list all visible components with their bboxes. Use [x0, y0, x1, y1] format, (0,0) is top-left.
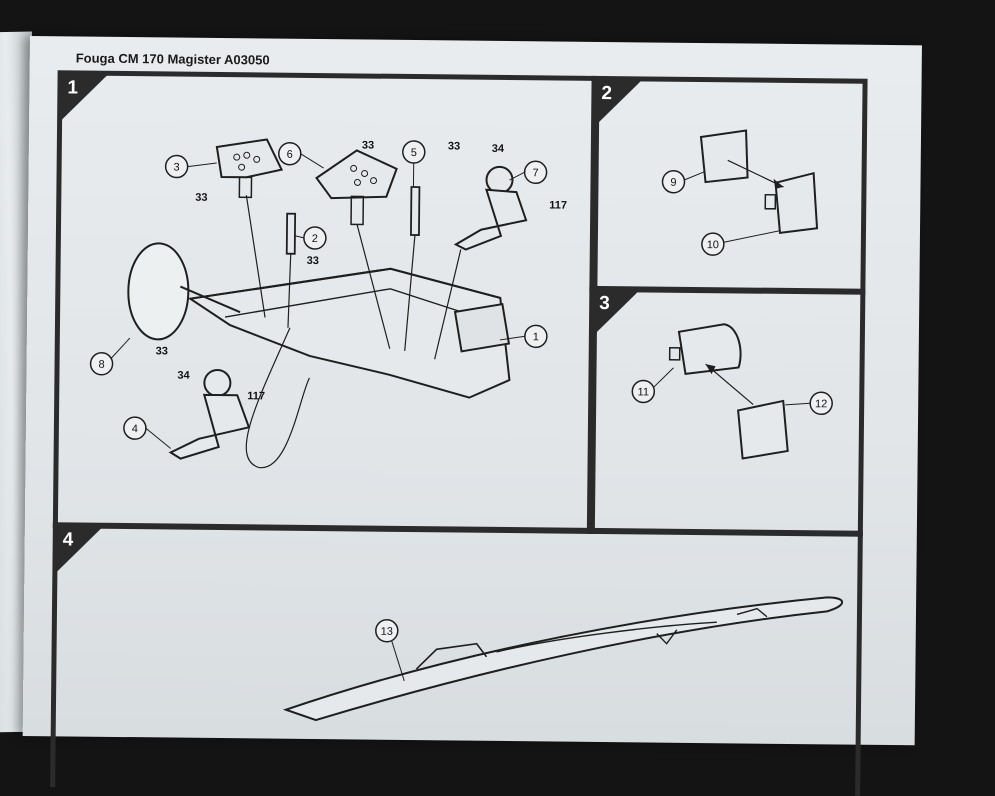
- callout-5: 5: [403, 141, 425, 163]
- pilot-4-part: [204, 370, 230, 396]
- callout-13: 13: [376, 620, 398, 642]
- callout-9: 9: [662, 171, 684, 193]
- label-33-a: 33: [195, 192, 207, 204]
- control-stick-2-part: [287, 214, 295, 254]
- svg-text:10: 10: [707, 239, 719, 251]
- canopy-frame-part: [128, 243, 189, 340]
- svg-text:12: 12: [815, 398, 827, 410]
- svg-text:13: 13: [381, 626, 393, 638]
- svg-text:5: 5: [411, 147, 417, 159]
- svg-text:2: 2: [312, 233, 318, 245]
- label-117-b: 117: [247, 390, 265, 402]
- callout-2: 2: [304, 227, 326, 249]
- callout-3: 3: [166, 155, 188, 177]
- instrument-panel-3-part: [217, 139, 282, 178]
- step-4-drawing: 13: [56, 527, 858, 735]
- callout-7: 7: [524, 161, 546, 183]
- label-33-b: 33: [362, 139, 374, 151]
- callout-12: 12: [810, 392, 832, 414]
- svg-text:6: 6: [287, 149, 293, 161]
- instruction-sheet: Fouga CM 170 Magister A03050 1: [23, 36, 922, 745]
- callout-4: 4: [124, 417, 146, 439]
- label-117-a: 117: [549, 199, 567, 211]
- document-title: Fouga CM 170 Magister A03050: [76, 50, 270, 67]
- label-34-b: 34: [177, 370, 190, 382]
- label-33-c: 33: [448, 140, 460, 152]
- svg-text:1: 1: [533, 331, 539, 343]
- step-2-drawing: 9 10: [594, 81, 862, 290]
- part-12: [738, 400, 789, 459]
- svg-text:11: 11: [638, 386, 650, 398]
- step-1-panel: 1: [53, 70, 600, 534]
- callout-8: 8: [90, 353, 112, 375]
- callout-10: 10: [702, 233, 724, 255]
- step-3-panel: 3 11 12: [587, 286, 866, 537]
- svg-text:9: 9: [670, 177, 676, 189]
- callout-11: 11: [632, 380, 654, 402]
- control-stick-5-part: [411, 187, 420, 235]
- svg-text:4: 4: [132, 423, 138, 435]
- instrument-panel-6-part: [316, 150, 396, 199]
- step-4-panel: 4 13: [50, 522, 863, 795]
- callout-6: 6: [279, 143, 301, 165]
- label-33-d: 33: [307, 255, 319, 267]
- part-10: [775, 173, 818, 233]
- svg-text:8: 8: [98, 359, 104, 371]
- callout-1: 1: [525, 325, 547, 347]
- part-9: [701, 130, 749, 182]
- fuselage-part-13: [286, 592, 842, 726]
- label-34-a: 34: [492, 143, 505, 155]
- svg-text:7: 7: [532, 167, 538, 179]
- step-2-panel: 2 9 10: [589, 76, 867, 295]
- label-33-e: 33: [156, 345, 168, 357]
- step-3-drawing: 11 12: [592, 291, 860, 532]
- svg-text:3: 3: [174, 162, 180, 174]
- step-1-drawing: 3 6 5 7 2 1 8: [58, 75, 595, 529]
